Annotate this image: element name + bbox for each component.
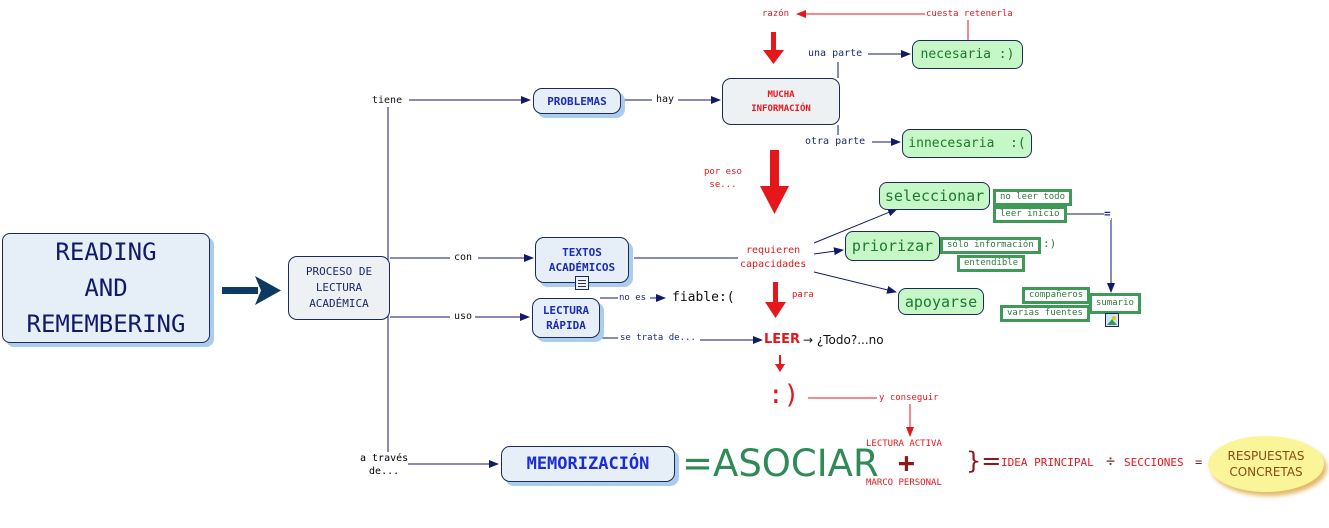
mucha-informacion-node[interactable]: MUCHA INFORMACIÓN [722,78,840,125]
link-no-es: no es [619,292,647,304]
link-una-parte: una parte [808,48,863,60]
memorizacion-label: MEMORIZACIÓN [526,454,650,474]
process-line-1: PROCESO DE [305,265,373,278]
por-eso-line2: se... [709,180,737,190]
marco-personal-text: MARCO PERSONAL [866,478,942,488]
link-a-traves-line2: de... [369,466,400,477]
link-otra-parte: otra parte [805,136,866,148]
link-razon: razón [762,9,790,19]
asociar-text: =ASOCIAR [682,442,879,485]
red-arrow-para [765,282,786,318]
detail-smile: :) [1043,237,1057,250]
textos-line1: TEXTOS [562,246,602,259]
link-para: para [792,290,814,300]
link-uso: uso [454,311,473,323]
brace-equals: }= [966,447,1002,475]
detail-sumario: sumario [1089,293,1141,314]
necesaria-label: necesaria :) [920,47,1015,62]
todo-text: → ¿Todo?...no [803,333,884,347]
detail-solo-informacion: sólo información [940,237,1041,254]
document-icon[interactable] [575,276,589,290]
apoyarse-node[interactable]: apoyarse [898,288,984,315]
detail-leer-inicio: leer inicio [993,206,1067,223]
link-con: con [454,252,473,264]
textos-academicos-node[interactable]: TEXTOS ACADÉMICOS [535,237,629,283]
divide-sign: ÷ [1106,452,1116,470]
respuestas-line2: CONCRETAS [1229,465,1303,479]
red-arrow-leer-down [775,355,785,372]
respuestas-concretas-node[interactable]: RESPUESTAS CONCRETAS [1208,436,1324,492]
detail-companeros: compañeros [1022,287,1091,304]
lectura-activa-text: LECTURA ACTIVA [866,439,942,449]
link-a-traves: a través de... [360,452,409,478]
equals-final: = [1195,455,1203,469]
lectura-rapida-line2: RÁPIDA [546,319,586,332]
priorizar-node[interactable]: priorizar [845,231,940,261]
link-cuesta-retenerla: cuesta retenerla [926,9,1013,19]
detail-no-leer-todo: no leer todo [993,189,1073,206]
problemas-node[interactable]: PROBLEMAS [533,88,621,114]
title-line-3: REMEMBERING [26,310,186,338]
respuestas-line1: RESPUESTAS [1227,449,1305,463]
link-se-trata-de: se trata de... [620,332,696,344]
apoyarse-label: apoyarse [904,292,978,311]
problemas-label: PROBLEMAS [547,94,607,108]
navy-arrow [222,276,281,305]
detail-varias-fuentes: varias fuentes [1000,305,1090,322]
necesaria-node[interactable]: necesaria :) [912,40,1023,69]
red-arrow-razon [763,32,784,64]
mucha-line2: INFORMACIÓN [751,103,811,114]
link-a-traves-line1: a través [360,453,409,464]
link-por-eso: por eso se... [704,166,742,192]
equals-sign: = [1104,207,1111,220]
requieren-line2: capacidades [740,259,807,270]
requieren-line1: requieren [746,245,801,256]
memorizacion-node[interactable]: MEMORIZACIÓN [501,446,675,482]
lectura-rapida-node[interactable]: LECTURA RÁPIDA [532,298,600,338]
link-hay: hay [656,94,675,106]
link-y-conseguir: y conseguir [879,392,939,404]
fiable-text: fiable:( [672,290,735,305]
idea-principal-text: IDEA PRINCIPAL [1001,456,1094,469]
detail-entendible: entendible [957,255,1026,272]
seleccionar-label: seleccionar [884,187,985,205]
plus-sign: + [898,446,915,479]
title-line-1: READING [55,238,157,266]
smiley-big: :) [768,380,800,410]
leer-node[interactable]: LEER [764,332,801,347]
process-node[interactable]: PROCESO DE LECTURA ACADÉMICA [288,256,390,320]
red-arrow-por-eso [760,150,789,214]
innecesaria-label: innecesaria :( [908,136,1026,151]
link-tiene: tiene [372,95,403,107]
seleccionar-node[interactable]: seleccionar [879,182,990,210]
requieren-capacidades: requieren capacidades [740,244,807,272]
priorizar-label: priorizar [851,237,934,255]
lectura-rapida-line1: LECTURA [542,304,590,317]
mucha-line1: MUCHA [767,89,795,100]
secciones-text: SECCIONES [1124,456,1184,469]
innecesaria-node[interactable]: innecesaria :( [902,129,1032,158]
image-icon[interactable] [1105,313,1119,327]
textos-line2: ACADÉMICOS [548,261,616,274]
por-eso-line1: por eso [704,167,742,177]
title-node[interactable]: READING AND REMEMBERING [2,233,210,343]
process-line-3: ACADÉMICA [309,297,369,310]
process-line-2: LECTURA [315,281,363,294]
title-line-2: AND [84,274,128,302]
